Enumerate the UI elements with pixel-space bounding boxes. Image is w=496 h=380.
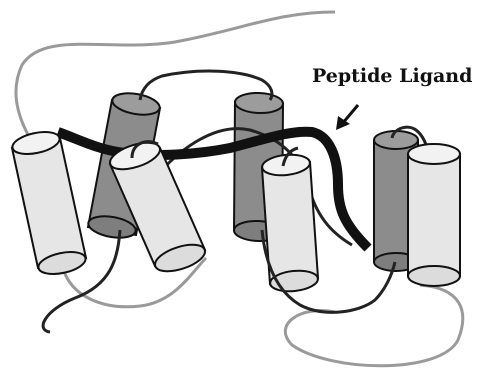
peptide-ligand-label: Peptide Ligand: [312, 65, 472, 87]
label-arrow: [336, 105, 358, 130]
helix-light-1: [10, 128, 87, 278]
helix-light-4: [408, 144, 460, 286]
helix-light-3: [261, 153, 319, 294]
loop-bottom-right: [285, 285, 462, 366]
